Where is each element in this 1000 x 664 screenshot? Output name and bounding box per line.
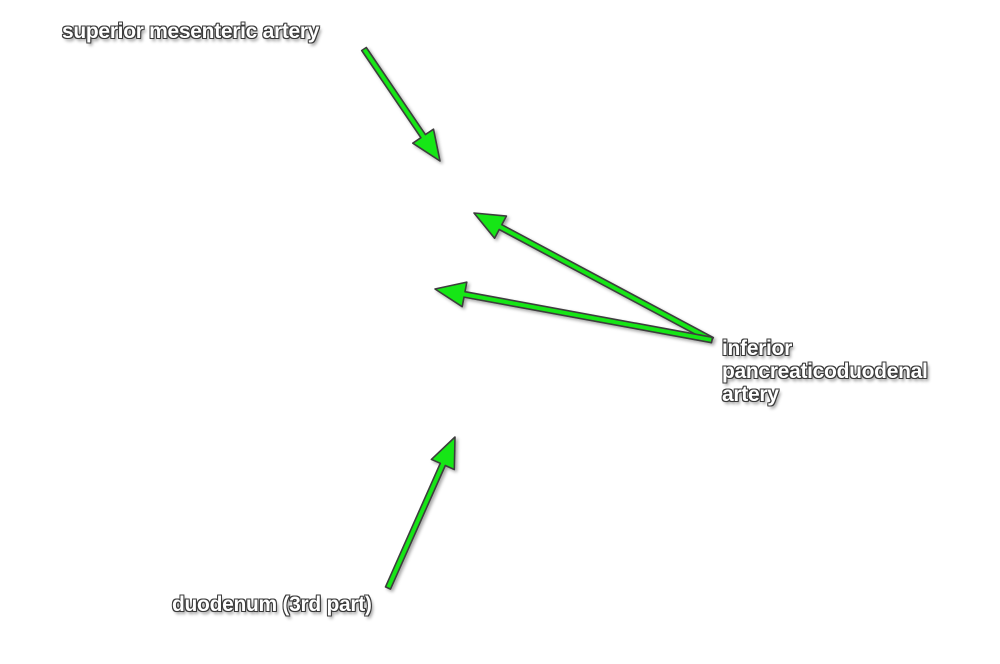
label-superior-mesenteric-artery: superior mesenteric artery xyxy=(62,20,319,43)
arrow-ipd-upper xyxy=(473,212,715,344)
label-duodenum-text: duodenum (3rd part) xyxy=(172,593,372,616)
arrow-ipd-lower xyxy=(434,281,714,344)
label-ipd-line-1: inferior xyxy=(722,337,792,360)
label-ipd-line-3: artery xyxy=(722,383,779,406)
label-duodenum-3rd-part: duodenum (3rd part) xyxy=(172,593,372,616)
label-superior-mesenteric-artery-text: superior mesenteric artery xyxy=(62,20,320,43)
arrow-duodenum xyxy=(384,436,456,590)
label-ipd-line-2: pancreaticoduodenal xyxy=(722,360,928,383)
arrow-superior-mesenteric-artery xyxy=(360,46,441,162)
label-inferior-pancreaticoduodenal-artery: inferior pancreaticoduodenal artery xyxy=(722,337,928,406)
